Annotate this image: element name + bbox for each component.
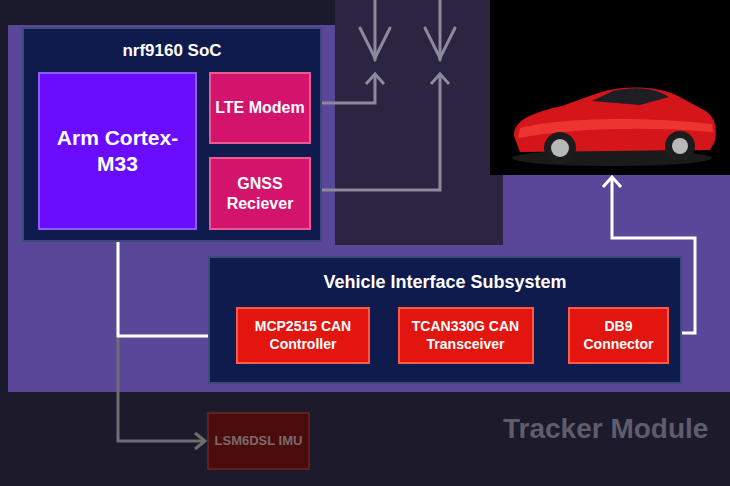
wire-arrowhead xyxy=(603,177,621,187)
box-label: MCP2515 CAN Controller xyxy=(242,318,364,352)
antenna-wire xyxy=(309,74,449,190)
group-heading: Vehicle Interface Subsystem xyxy=(210,272,680,294)
controller-box: MCP2515 CAN Controller xyxy=(236,307,370,364)
antenna-symbol xyxy=(360,0,455,60)
group-heading: nrf9160 SoC xyxy=(24,41,320,62)
soc-container: nrf9160 SoC Arm Cortex-M33 LTE ModemGNSS R… xyxy=(22,27,322,242)
cpu-box: Arm Cortex-M33 xyxy=(38,72,197,230)
car-illustration xyxy=(512,88,716,166)
gnss-box: GNSS Reciever xyxy=(209,157,311,230)
wire-arrowhead xyxy=(431,74,449,84)
car-rim xyxy=(551,139,569,157)
box-label: TCAN330G CAN Transceiver xyxy=(404,318,528,352)
box-label: Arm Cortex-M33 xyxy=(53,125,183,176)
car-wheel xyxy=(665,131,695,161)
arrowhead xyxy=(195,433,205,449)
antenna-arm xyxy=(375,28,390,58)
car-window xyxy=(592,88,669,105)
subsystem-container: Vehicle Interface SubsystemMCP2515 CAN C… xyxy=(208,256,682,384)
box-label: DB9 Connector xyxy=(576,318,661,352)
box-label: LTE Modem xyxy=(215,98,304,118)
connector-box: DB9 Connector xyxy=(568,307,669,364)
car-wheel xyxy=(544,132,576,164)
module-watermark: Tracker Module xyxy=(503,413,708,445)
antenna-panel xyxy=(335,0,503,245)
car-panel xyxy=(490,0,730,175)
transceiver-box: TCAN330G CAN Transceiver xyxy=(398,307,534,364)
connector-arrow xyxy=(118,230,205,449)
car-rim xyxy=(672,138,688,154)
antenna-arm xyxy=(360,28,375,58)
antenna-mast xyxy=(439,0,442,60)
antenna-mast xyxy=(374,0,377,60)
modem-box: LTE Modem xyxy=(209,72,311,144)
antenna-arm xyxy=(425,28,440,58)
bottom-band xyxy=(0,392,730,486)
imu-box: LSM6DSL IMU xyxy=(207,412,310,470)
box-label: GNSS Reciever xyxy=(215,174,305,213)
antenna-arm xyxy=(440,28,455,58)
gnss-wire xyxy=(309,74,440,190)
box-label: LSM6DSL IMU xyxy=(215,433,303,449)
wire-arrowhead xyxy=(366,74,384,84)
